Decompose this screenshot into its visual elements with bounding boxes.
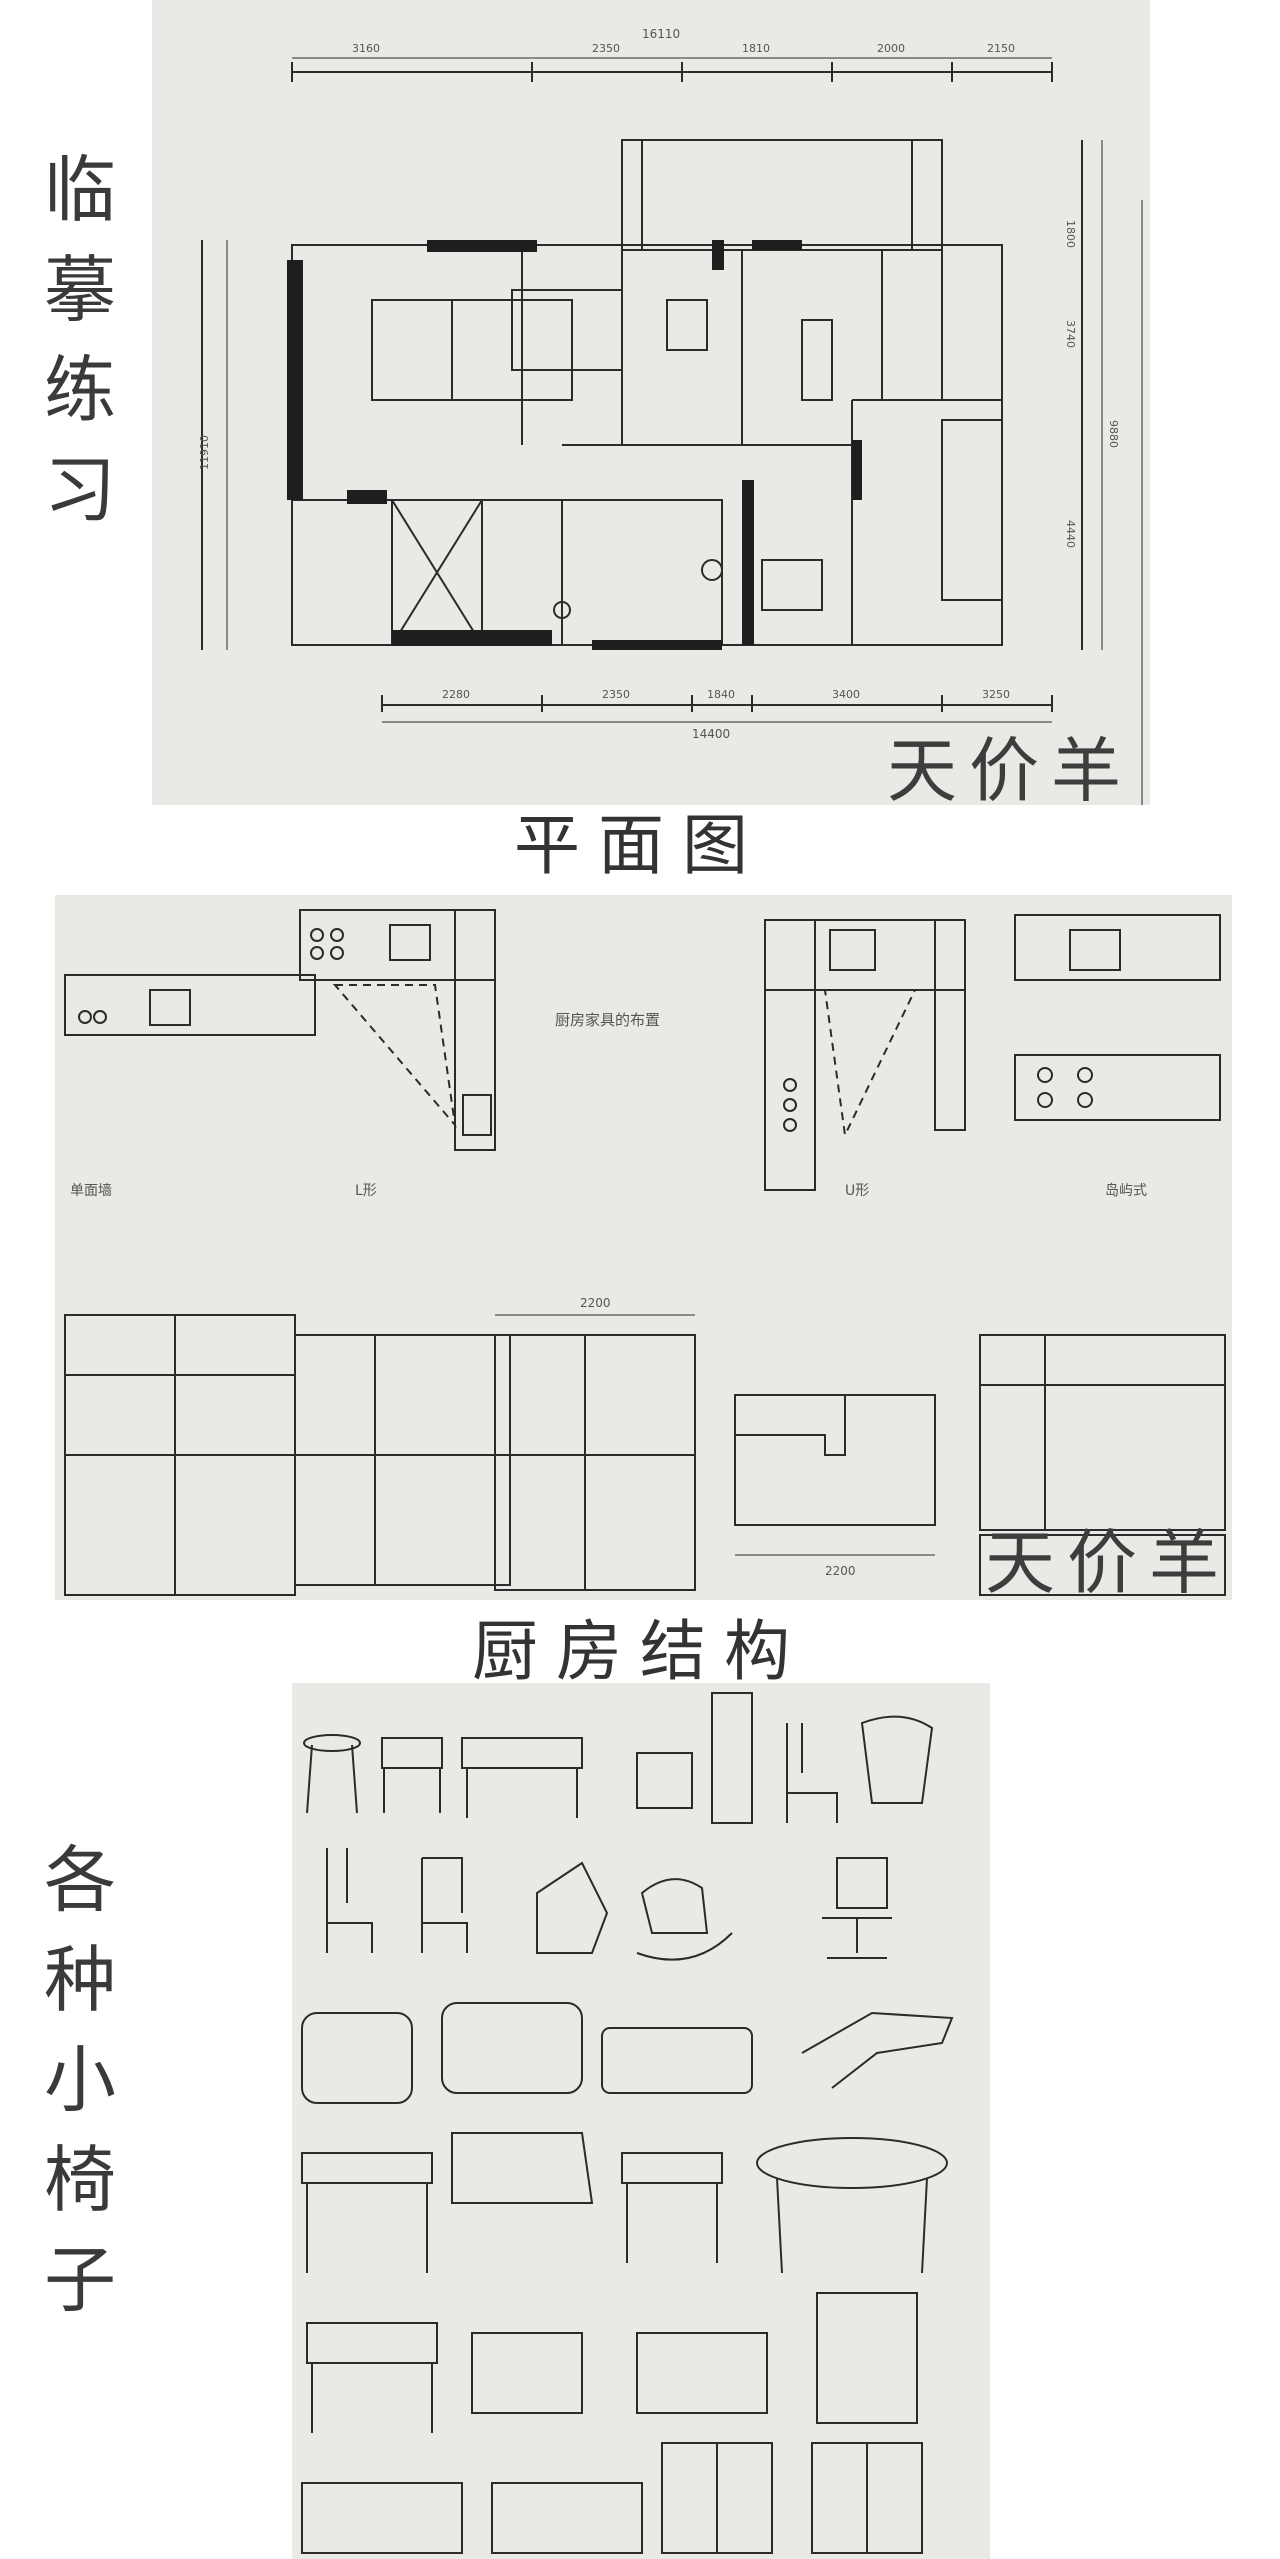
layout-label: 单面墙 (70, 1183, 112, 1199)
kitchen-drawing: 厨房家具的布置 单面墙 L形 U形 岛屿式 2200 2200 (64, 909, 1226, 1596)
side-label-char: 练 (44, 348, 117, 432)
watermark: 天价羊 (985, 1522, 1231, 1600)
furniture-sketch-photo (292, 1683, 990, 2559)
dim-right-total: 9880 (1107, 420, 1120, 448)
side-label-char: 各 (44, 1838, 117, 1922)
dim-bottom-part: 2280 (442, 688, 470, 701)
side-label-char: 习 (44, 448, 117, 532)
floor-plan-drawing: 3160 2350 1810 2000 2150 16110 2280 2350… (198, 27, 1143, 805)
dim-bottom-part: 1840 (707, 688, 735, 701)
dim-bottom-part: 3250 (982, 688, 1010, 701)
dim-right-part: 1800 (1064, 220, 1077, 248)
furniture-sketches (301, 1692, 954, 2554)
dim-right-part: 3740 (1064, 320, 1077, 348)
layout-label: L形 (355, 1183, 377, 1199)
side-label-char: 临 (44, 148, 117, 232)
layout-label: U形 (845, 1183, 869, 1199)
kitchen-structure-photo: 厨房家具的布置 单面墙 L形 U形 岛屿式 2200 2200 天价羊 (55, 895, 1232, 1600)
caption-kitchen-structure: 厨房结构 (472, 1613, 808, 1690)
side-label-char: 小 (44, 2038, 117, 2122)
dim-bottom-total: 14400 (692, 727, 730, 741)
side-label-char: 种 (44, 1938, 117, 2022)
dim-top-part: 2000 (877, 42, 905, 55)
side-label-char: 摹 (44, 248, 117, 332)
dim-bottom: 2200 (825, 1564, 856, 1578)
dim-bottom-part: 3400 (832, 688, 860, 701)
caption-floor-plan: 平面图 (514, 807, 766, 884)
kitchen-sheet-title: 厨房家具的布置 (555, 1011, 660, 1029)
dim-bottom-part: 2350 (602, 688, 630, 701)
side-label-various-chairs: 各 种 小 椅 子 (44, 1830, 116, 2330)
side-label-copy-practice: 临 摹 练 习 (44, 140, 116, 540)
side-label-char: 椅 (44, 2138, 117, 2222)
dim-top-part: 1810 (742, 42, 770, 55)
layout-label: 岛屿式 (1105, 1183, 1147, 1199)
dim-left-total: 11910 (198, 435, 211, 470)
dim-top-part: 2150 (987, 42, 1015, 55)
dim-top-part: 2350 (592, 42, 620, 55)
dim-top: 2200 (580, 1296, 611, 1310)
dim-top-part: 3160 (352, 42, 380, 55)
dim-right-part: 4440 (1064, 520, 1077, 548)
dim-top-total: 16110 (642, 27, 680, 41)
floor-plan-photo: 3160 2350 1810 2000 2150 16110 2280 2350… (152, 0, 1150, 805)
watermark: 天价羊 (887, 730, 1133, 805)
side-label-char: 子 (44, 2238, 117, 2322)
